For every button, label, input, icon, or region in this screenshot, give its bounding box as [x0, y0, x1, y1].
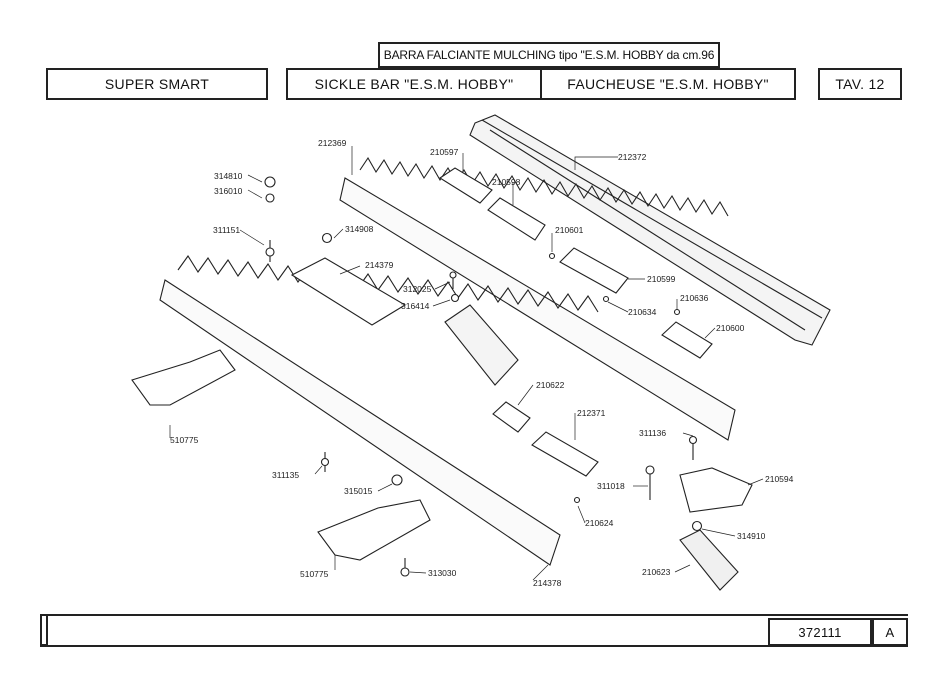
- skid-shoe-left: [131, 349, 236, 406]
- part-name-en: SICKLE BAR "E.S.M. HOBBY": [286, 68, 542, 100]
- guard-210600: [661, 321, 713, 359]
- label-212371: 212371: [577, 408, 606, 418]
- label-314810: 314810: [214, 171, 243, 181]
- skid-shoe-bottom: [317, 499, 431, 561]
- guard-210597: [438, 167, 493, 204]
- label-210597: 210597: [430, 147, 459, 157]
- footer-top-rule: [40, 614, 908, 616]
- guard-210598: [487, 197, 546, 241]
- label-313030: 313030: [428, 568, 457, 578]
- nut-set: [264, 176, 703, 532]
- label-210594: 210594: [765, 474, 794, 484]
- clamp-plate-214379: [290, 257, 407, 326]
- label-212369: 212369: [318, 138, 347, 148]
- label-210599: 210599: [647, 274, 676, 284]
- label-210623: 210623: [642, 567, 671, 577]
- label-311151: 311151: [213, 225, 240, 235]
- label-510775-a: 510775: [170, 435, 199, 445]
- guard-210599: [559, 247, 629, 294]
- label-510775-b: 510775: [300, 569, 329, 579]
- footer-bottom-rule: [40, 645, 908, 647]
- label-315015: 315015: [344, 486, 373, 496]
- bolt-set: [265, 240, 698, 577]
- label-311135: 311135: [272, 470, 299, 480]
- footer-left-mark: [40, 614, 48, 646]
- guard-212371: [531, 431, 599, 477]
- label-210601: 210601: [555, 225, 584, 235]
- bearing-block: [444, 304, 519, 386]
- guard-210622: [492, 401, 531, 433]
- knife-head: [679, 529, 739, 591]
- table-number: TAV. 12: [818, 68, 902, 100]
- label-314910: 314910: [737, 531, 766, 541]
- label-212372: 212372: [618, 152, 647, 162]
- upper-knife-bar: [339, 156, 736, 441]
- label-210636: 210636: [680, 293, 709, 303]
- label-210600: 210600: [716, 323, 745, 333]
- drive-bracket: [679, 467, 753, 513]
- label-314908: 314908: [345, 224, 374, 234]
- label-316414: 316414: [401, 301, 430, 311]
- label-214379: 214379: [365, 260, 394, 270]
- label-316010: 316010: [214, 186, 243, 196]
- part-name-fr: FAUCHEUSE "E.S.M. HOBBY": [540, 68, 796, 100]
- drawing-code: 372111: [768, 618, 872, 646]
- label-311018: 311018: [597, 481, 625, 491]
- label-312025: 312025: [403, 284, 432, 294]
- part-labels: 212369 210597 212372 210598 314810 31601…: [170, 138, 794, 588]
- drawing-title: BARRA FALCIANTE MULCHING tipo "E.S.M. HO…: [378, 42, 720, 68]
- leader-lines: [169, 146, 764, 581]
- blade-guard-part: [469, 114, 831, 346]
- lower-knife-bar: [159, 255, 599, 566]
- label-210634: 210634: [628, 307, 657, 317]
- label-311136: 311136: [639, 428, 666, 438]
- label-214378: 214378: [533, 578, 562, 588]
- label-210624: 210624: [585, 518, 614, 528]
- revision-letter: A: [872, 618, 908, 646]
- label-210622: 210622: [536, 380, 565, 390]
- model-name: SUPER SMART: [46, 68, 268, 100]
- label-210598: 210598: [492, 177, 521, 187]
